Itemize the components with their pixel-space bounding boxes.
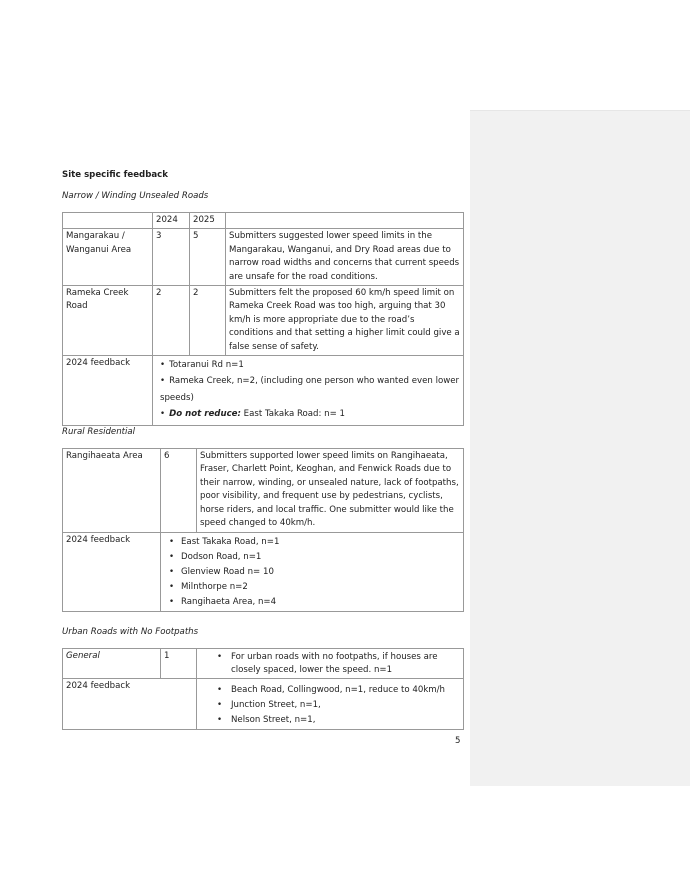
- table-row: Rangihaeata Area 6 Submitters supported …: [62, 447, 464, 534]
- narrow-roads-table: 2024 2025 Mangarakau / Wanganui Area 3 5…: [62, 211, 464, 427]
- list-item: For urban roads with no footpaths, if ho…: [215, 651, 460, 677]
- list-item: Rangihaeta Area, n=4: [167, 595, 460, 610]
- description-cell: For urban roads with no footpaths, if ho…: [196, 648, 464, 679]
- table-row: 2024 feedback Beach Road, Collingwood, n…: [62, 678, 464, 730]
- list-item: Milnthorpe n=2: [167, 580, 460, 595]
- header-cell: 2025: [189, 211, 226, 230]
- count-cell: 6: [160, 447, 197, 534]
- list-item: Dodson Road, n=1: [167, 550, 460, 565]
- description-cell: Submitters supported lower speed limits …: [196, 447, 464, 534]
- area-cell: Rameka Creek Road: [62, 285, 153, 357]
- feedback-label-cell: 2024 feedback: [62, 532, 161, 613]
- feedback-label-cell: 2024 feedback: [62, 355, 153, 427]
- table-row: General 1 For urban roads with no footpa…: [62, 648, 464, 679]
- do-not-reduce-text: East Takaka Road: n= 1: [240, 409, 345, 420]
- urban-roads-table: General 1 For urban roads with no footpa…: [62, 648, 464, 730]
- list-item: East Takaka Road, n=1: [167, 535, 460, 550]
- area-cell: General: [62, 648, 161, 679]
- subheading-narrow-roads: Narrow / Winding Unsealed Roads: [62, 191, 209, 201]
- page-number: 5: [455, 736, 461, 746]
- table-row: Mangarakau / Wanganui Area 3 5 Submitter…: [62, 228, 464, 287]
- count-2025-cell: 2: [189, 285, 226, 357]
- header-cell: [225, 211, 464, 230]
- table-row: 2024 feedback East Takaka Road, n=1 Dods…: [62, 532, 464, 613]
- table-row: 2024 feedback Totaranui Rd n=1 Rameka Cr…: [62, 355, 464, 427]
- count-2025-cell: 5: [189, 228, 226, 287]
- area-cell: Rangihaeata Area: [62, 447, 161, 534]
- header-cell: [62, 211, 153, 230]
- do-not-reduce-label: Do not reduce:: [169, 409, 241, 420]
- list-item: Nelson Street, n=1,: [215, 713, 460, 728]
- table-row: Rameka Creek Road 2 2 Submitters felt th…: [62, 285, 464, 357]
- count-cell: 1: [160, 648, 197, 679]
- list-item: Junction Street, n=1,: [215, 698, 460, 713]
- area-cell: Mangarakau / Wanganui Area: [62, 228, 153, 287]
- subheading-rural-residential: Rural Residential: [62, 427, 136, 437]
- count-2024-cell: 2: [152, 285, 190, 357]
- table-header-row: 2024 2025: [62, 211, 464, 230]
- list-item: Rameka Creek, n=2, (including one person…: [160, 373, 460, 407]
- list-item: Beach Road, Collingwood, n=1, reduce to …: [215, 683, 460, 698]
- header-cell: 2024: [152, 211, 190, 230]
- feedback-list-cell: Totaranui Rd n=1 Rameka Creek, n=2, (inc…: [152, 355, 464, 427]
- list-item: Do not reduce: East Takaka Road: n= 1: [160, 407, 460, 422]
- section-heading: Site specific feedback: [62, 170, 168, 180]
- list-item: Totaranui Rd n=1: [160, 358, 460, 373]
- feedback-list-cell: East Takaka Road, n=1 Dodson Road, n=1 G…: [160, 532, 464, 613]
- feedback-label-cell: 2024 feedback: [62, 678, 197, 730]
- list-item: Glenview Road n= 10: [167, 565, 460, 580]
- rural-residential-table: Rangihaeata Area 6 Submitters supported …: [62, 447, 464, 613]
- comment-pane: [470, 110, 690, 786]
- count-2024-cell: 3: [152, 228, 190, 287]
- description-cell: Submitters suggested lower speed limits …: [225, 228, 464, 287]
- description-cell: Submitters felt the proposed 60 km/h spe…: [225, 285, 464, 357]
- subheading-urban-roads: Urban Roads with No Footpaths: [62, 627, 199, 637]
- feedback-list-cell: Beach Road, Collingwood, n=1, reduce to …: [196, 678, 464, 730]
